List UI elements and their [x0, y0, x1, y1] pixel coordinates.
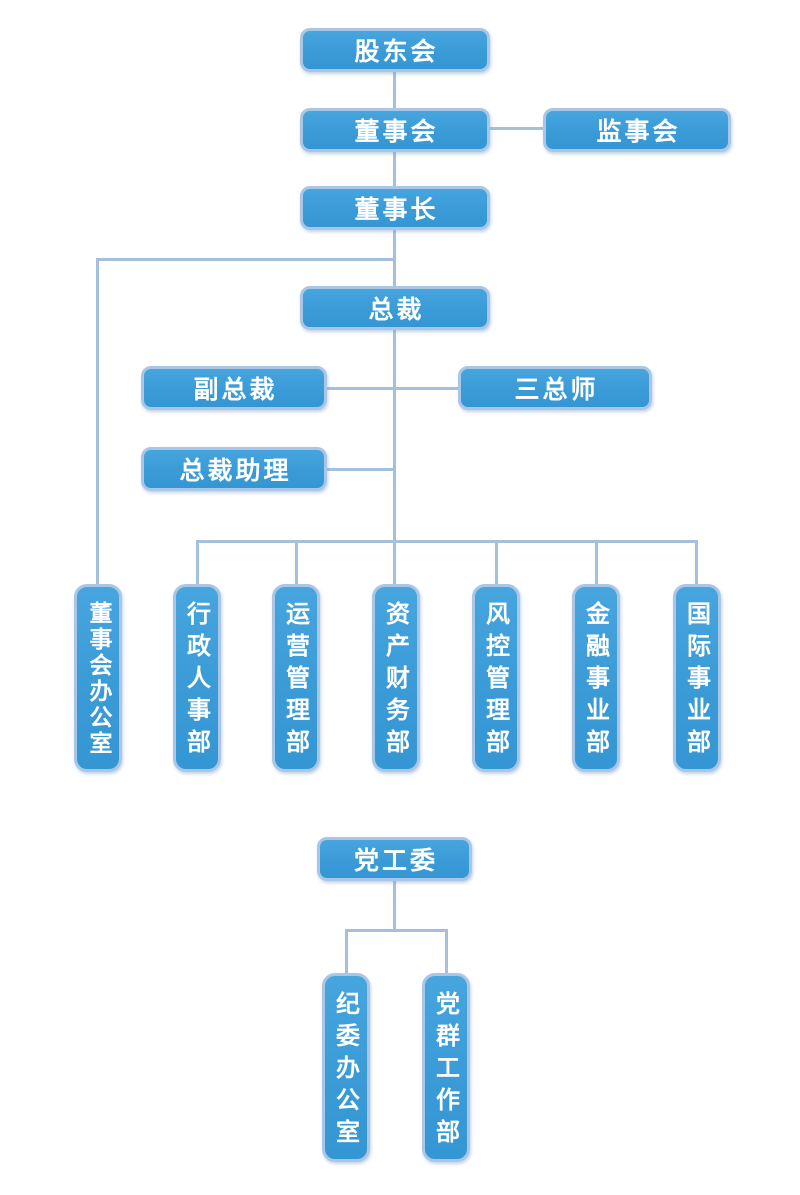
node-party-committee: 党工委: [317, 837, 472, 881]
connector-vp-threechiefs: [327, 387, 458, 390]
node-three-chiefs: 三总师: [458, 366, 652, 410]
node-dept-board-office: 董事会办公室: [74, 584, 122, 772]
connector-drop-admin-hr: [196, 540, 199, 584]
node-party-discipline-office: 纪委办公室: [322, 973, 370, 1162]
connector-branch-left: [96, 258, 395, 261]
node-chairman: 董事长: [300, 186, 490, 230]
connector-drop-discipline-office: [345, 929, 348, 973]
connector-drop-operations: [295, 540, 298, 584]
connector-party-down: [393, 881, 396, 929]
connector-drop-risk-control: [495, 540, 498, 584]
connector-drop-international: [695, 540, 698, 584]
connector-party-branch: [345, 929, 448, 932]
connector-president-down: [393, 330, 396, 584]
node-dept-risk-control: 风控管理部: [472, 584, 520, 772]
connector-left-drop-board-office: [96, 258, 99, 584]
connector-assistant: [327, 468, 395, 471]
connector-board-chairman: [393, 152, 396, 186]
node-shareholders: 股东会: [300, 28, 490, 72]
connector-shareholders-board: [393, 72, 396, 108]
node-vice-president: 副总裁: [141, 366, 327, 410]
node-dept-admin-hr: 行政人事部: [173, 584, 221, 772]
node-dept-international: 国际事业部: [673, 584, 721, 772]
node-board: 董事会: [300, 108, 490, 152]
node-dept-asset-finance: 资产财务部: [372, 584, 420, 772]
connector-board-supervisory: [490, 127, 543, 130]
connector-dept-branch: [196, 540, 698, 543]
node-president: 总裁: [300, 286, 490, 330]
node-supervisory: 监事会: [543, 108, 731, 152]
connector-drop-mass-work: [445, 929, 448, 973]
node-president-assistant: 总裁助理: [141, 447, 327, 491]
node-dept-financial-business: 金融事业部: [572, 584, 620, 772]
node-party-mass-work: 党群工作部: [422, 973, 470, 1162]
connector-drop-financial: [595, 540, 598, 584]
node-dept-operations: 运营管理部: [272, 584, 320, 772]
